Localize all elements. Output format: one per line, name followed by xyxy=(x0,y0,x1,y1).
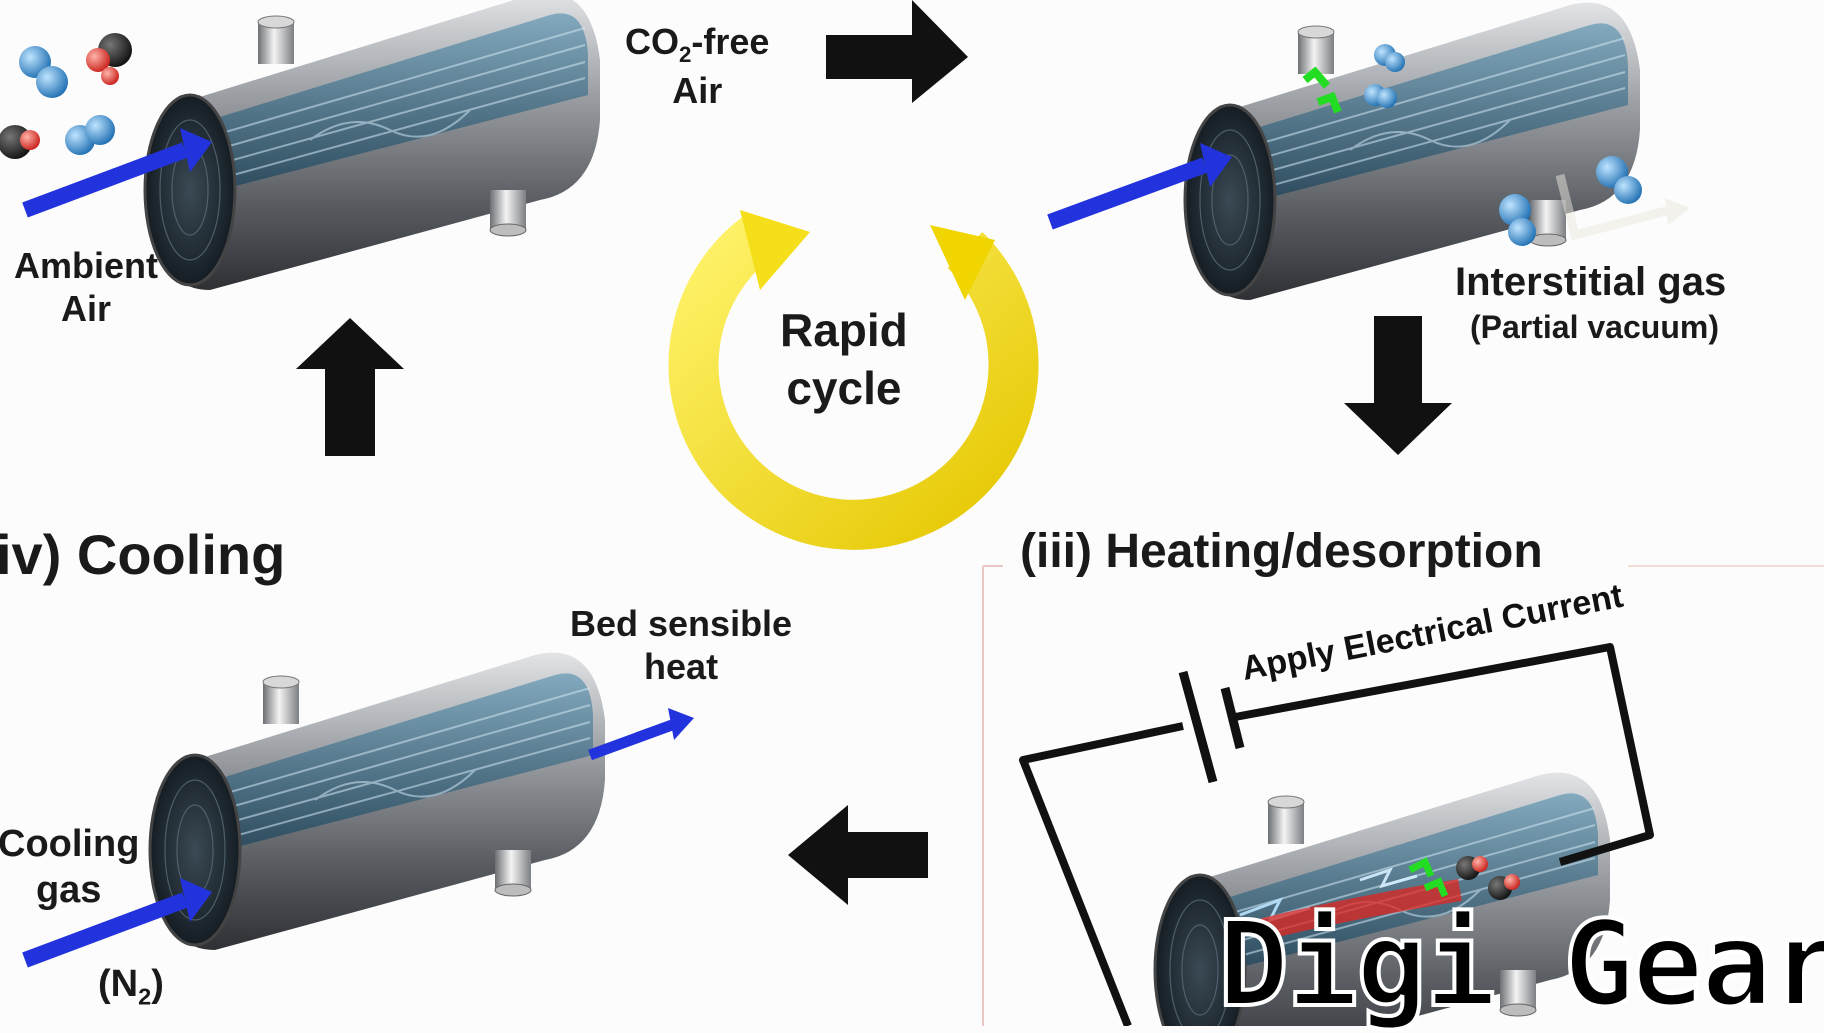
bed-heat-line1: Bed sensible xyxy=(570,603,793,644)
n2-subscript: 2 xyxy=(138,983,152,1010)
interstitial-gas-text: Interstitial gas xyxy=(1455,260,1727,304)
contactor-adsorption xyxy=(143,0,602,292)
n2-label: (N2) xyxy=(98,962,164,1011)
bed-heat-line2: heat xyxy=(644,646,719,688)
co2-free-air-label: CO2-free Air xyxy=(625,20,769,112)
rapid-text: Rapid xyxy=(780,304,908,356)
electrical-circuit xyxy=(1019,643,1654,1026)
n2-close: ) xyxy=(151,963,164,1005)
contactor-evacuation xyxy=(1183,1,1642,302)
step-heating-title: (iii) Heating/desorption xyxy=(1020,525,1543,578)
co2-subscript: 2 xyxy=(679,42,692,68)
co2-free-suffix: -free xyxy=(691,21,770,62)
cooling-gas-line2: gas xyxy=(35,868,102,911)
outflow-arrow-heat xyxy=(588,708,694,761)
cooling-gas-label: Cooling gas xyxy=(0,822,139,913)
process-arrow-down xyxy=(1344,316,1452,455)
partial-vacuum-label: (Partial vacuum) xyxy=(1470,308,1719,346)
rapid-cycle-label: Rapid cycle xyxy=(780,302,908,417)
step-cooling-title: iv) Cooling xyxy=(0,523,286,586)
inflow-arrow-ambient xyxy=(22,128,212,218)
process-arrow-right xyxy=(826,0,968,103)
panel-border xyxy=(982,565,1824,1026)
partial-vacuum-text: (Partial vacuum) xyxy=(1470,309,1719,345)
contactor-heating xyxy=(1153,771,1612,1026)
outflow-arrow-interstitial xyxy=(1555,173,1690,241)
cycle-text: cycle xyxy=(786,361,902,414)
n2-open: (N xyxy=(98,963,139,1005)
inflow-arrow-evacuation xyxy=(1047,143,1232,230)
molecules-interstitial xyxy=(1302,44,1642,246)
ambient-air-line1: Ambient xyxy=(14,245,158,286)
contactor-cooling xyxy=(148,651,607,952)
watermark-logo: Digi Gearz xyxy=(1216,893,1824,1033)
molecules-ambient xyxy=(0,33,132,159)
process-arrow-up xyxy=(296,318,404,456)
bed-sensible-heat-label: Bed sensible heat xyxy=(570,602,792,688)
molecules-heating xyxy=(1408,856,1520,900)
process-arrow-left xyxy=(788,805,928,905)
rapid-cycle-arrow xyxy=(668,210,1039,550)
interstitial-gas-label: Interstitial gas xyxy=(1455,258,1726,306)
cooling-gas-line1: Cooling xyxy=(0,823,140,865)
inflow-arrow-cooling xyxy=(22,878,212,968)
co2-free-air-line2: Air xyxy=(672,69,723,111)
ambient-air-line2: Air xyxy=(60,288,111,330)
co2-text: CO xyxy=(625,21,679,62)
ambient-air-label: Ambient Air xyxy=(14,244,158,330)
